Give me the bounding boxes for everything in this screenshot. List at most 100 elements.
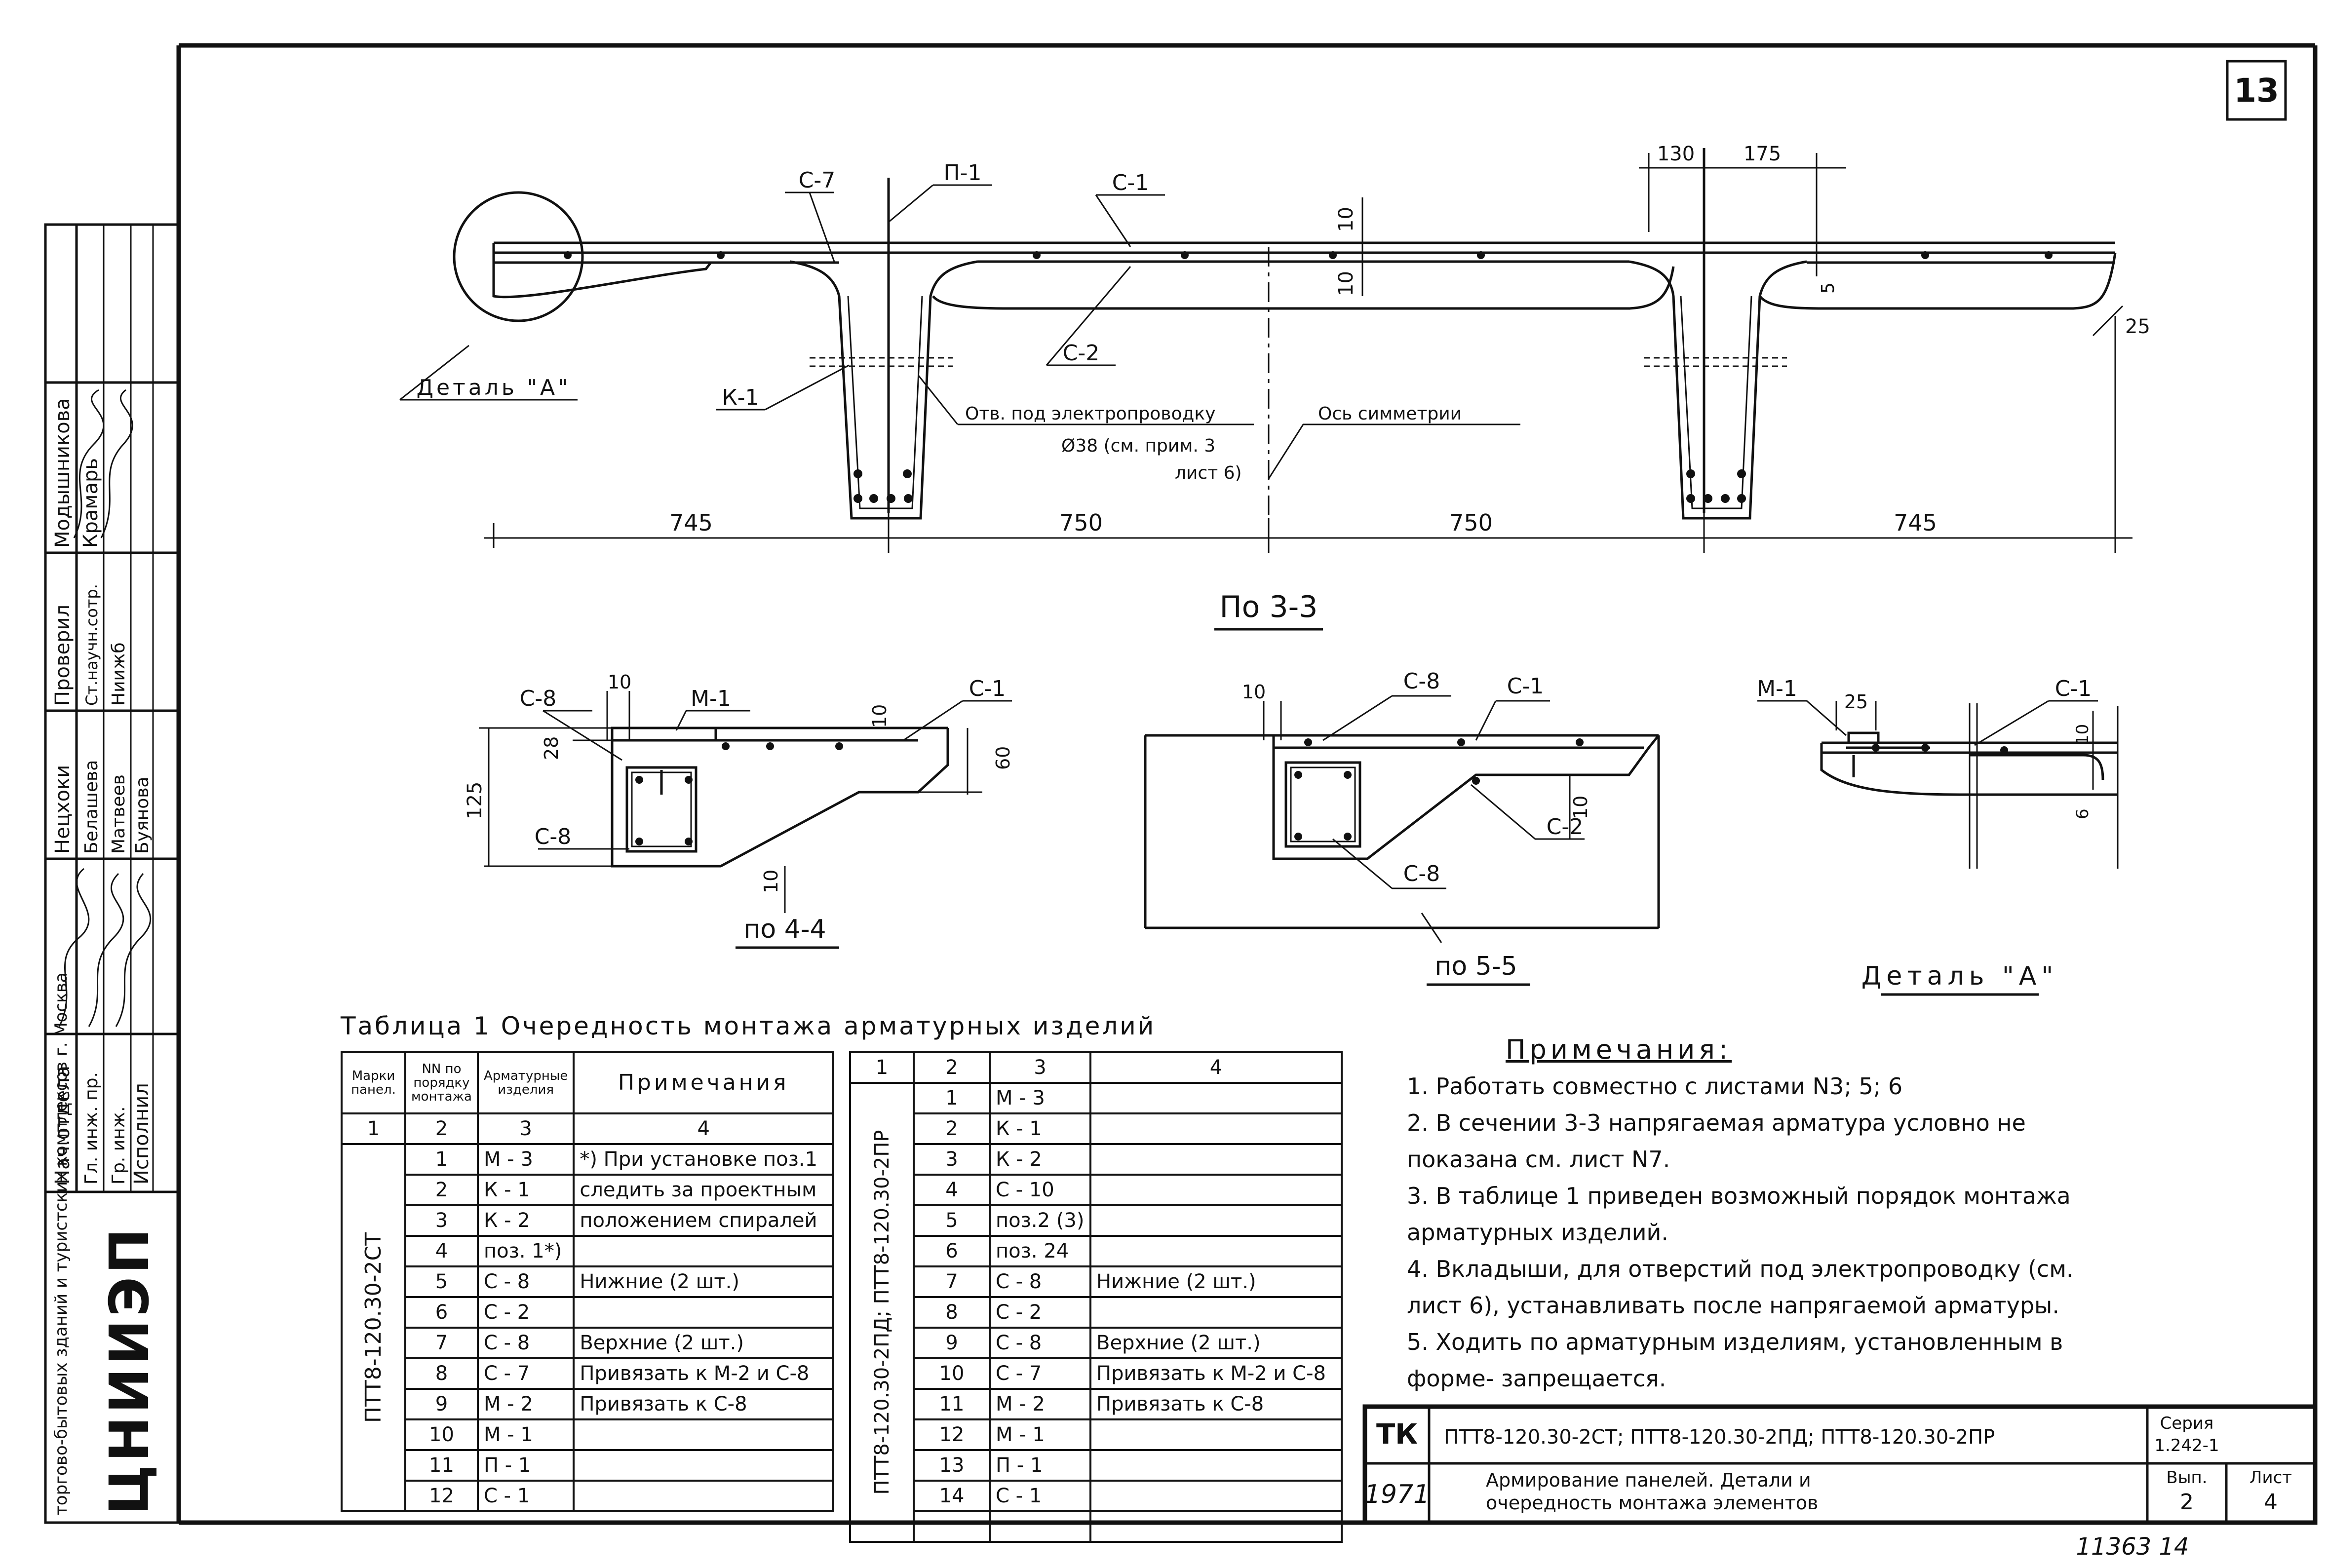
t2-note-3 xyxy=(1089,1174,1343,1206)
t2-n-empty xyxy=(913,1510,991,1543)
t2-note-2 xyxy=(1089,1143,1343,1176)
table1: Марки панел. NN по порядку монтажа Армат… xyxy=(341,1051,834,1512)
t1-note-2: положением спиралей xyxy=(573,1204,834,1237)
title-block xyxy=(1362,1404,2318,1525)
label-detail-a: Деталь "А" xyxy=(417,375,571,400)
tb-year: 1971 xyxy=(1364,1480,1430,1509)
table-row: ПТТ8-120.30-2ПД; ПТТ8-120.30-2ПР 1 М - 3 xyxy=(849,1082,1343,1543)
t1-n-6: 7 xyxy=(404,1327,479,1359)
dim-750-right: 750 xyxy=(1449,509,1493,536)
t2-item-6: С - 8 xyxy=(989,1265,1091,1298)
note-line-0: 1. Работать совместно с листами N3; 5; 6 xyxy=(1407,1073,1903,1100)
t1-note-9 xyxy=(573,1418,834,1451)
label-k1: К-1 xyxy=(722,385,759,410)
t2-item-empty xyxy=(989,1510,1091,1543)
tb-desc-1: Армирование панелей. Детали и xyxy=(1486,1469,1811,1491)
t1-n-11: 12 xyxy=(404,1480,479,1512)
t2-n-0: 1 xyxy=(913,1082,991,1114)
dim-745-right: 745 xyxy=(1894,509,1937,536)
t2-n-1: 2 xyxy=(913,1112,991,1145)
t1-n-5: 6 xyxy=(404,1296,479,1329)
s44-dim-125: 125 xyxy=(464,782,486,819)
t2-note-empty xyxy=(1089,1510,1343,1543)
t2-item-0: М - 3 xyxy=(989,1082,1091,1114)
signature-3 xyxy=(115,873,152,1027)
t1-note-0: *) При установке поз.1 xyxy=(573,1143,834,1176)
label-c2: С-2 xyxy=(1063,341,1100,366)
table1-title: Таблица 1 Очередность монтажа арматурных… xyxy=(341,1012,1156,1040)
s44-dim-10b: 10 xyxy=(869,704,891,728)
stamp-top-1: Крамарь xyxy=(79,458,102,548)
t2-n-7: 8 xyxy=(913,1296,991,1329)
t2-item-2: К - 2 xyxy=(989,1143,1091,1176)
dim-175: 175 xyxy=(1744,143,1781,165)
note-line-8: форме- запрещается. xyxy=(1407,1365,1667,1392)
t2-note-8: Верхние (2 шт.) xyxy=(1089,1327,1343,1359)
t1-item-0: М - 3 xyxy=(476,1143,575,1176)
t1-note-8: Привязать к С-8 xyxy=(573,1388,834,1420)
s44-dim-10c: 10 xyxy=(760,870,782,893)
t2-n-12: 13 xyxy=(913,1449,991,1482)
t1-item-1: К - 1 xyxy=(476,1174,575,1206)
t1-col-num-3: 4 xyxy=(573,1112,834,1145)
tb-list-label: Лист xyxy=(2249,1468,2292,1488)
t2-note-1 xyxy=(1089,1112,1343,1145)
stamp-check-1: Ст.научн.сотр. xyxy=(82,584,101,706)
stamp-org-logo: ЦНИИЭП xyxy=(98,1225,161,1515)
t2-item-4: поз.2 (3) xyxy=(989,1204,1091,1237)
stamp-role-3: Исполнил xyxy=(130,1083,153,1185)
stamp-name-1: Белашева xyxy=(81,760,102,854)
t1-item-4: С - 8 xyxy=(476,1265,575,1298)
t1-header-0: Марки панел. xyxy=(341,1051,406,1114)
label-p1: П-1 xyxy=(944,160,982,186)
s44-label-m1: М-1 xyxy=(691,686,731,711)
dim-25: 25 xyxy=(2125,315,2150,338)
stamp-org-name: торгово-бытовых зданий и туристских комп… xyxy=(51,972,71,1515)
detail-a-title: Деталь "А" xyxy=(1861,961,2058,991)
t2-n-6: 7 xyxy=(913,1265,991,1298)
t2-panel-mark-cell: ПТТ8-120.30-2ПД; ПТТ8-120.30-2ПР xyxy=(849,1082,915,1543)
note-line-6: лист 6), устанавливать после напрягаемой… xyxy=(1407,1292,2059,1319)
s55-label-c8b: С-8 xyxy=(1403,861,1440,886)
tb-vyp-label: Вып. xyxy=(2166,1468,2207,1488)
s55-label-c8a: С-8 xyxy=(1403,669,1440,694)
t2-note-7 xyxy=(1089,1296,1343,1329)
section-4-4-title: по 4-4 xyxy=(743,915,826,944)
t1-panel-mark-cell: ПТТ8-120.30-2СТ xyxy=(341,1143,406,1512)
detail-a-label-c1: С-1 xyxy=(2055,676,2092,701)
label-c1: С-1 xyxy=(1112,170,1149,195)
stamp-role-0: Нач.отдела xyxy=(51,1066,74,1185)
label-hole-3: лист 6) xyxy=(1175,463,1242,483)
t1-item-2: К - 2 xyxy=(476,1204,575,1237)
t1-item-3: поз. 1*) xyxy=(476,1235,575,1267)
dim-10-bottom: 10 xyxy=(1335,271,1357,296)
dim-10-top: 10 xyxy=(1335,207,1357,232)
detail-a xyxy=(1757,700,2119,869)
section-3-3 xyxy=(399,148,2132,553)
t1-item-6: С - 8 xyxy=(476,1327,575,1359)
tb-tk: ТК xyxy=(1376,1418,1418,1451)
s44-label-c8a: С-8 xyxy=(520,686,557,711)
s55-dim-10b: 10 xyxy=(1570,796,1591,819)
t1-item-5: С - 2 xyxy=(476,1296,575,1329)
label-hole-2: Ø38 (см. прим. 3 xyxy=(1061,436,1215,456)
t2-note-13 xyxy=(1089,1480,1343,1512)
dim-750-left: 750 xyxy=(1059,509,1103,536)
t1-n-4: 5 xyxy=(404,1265,479,1298)
t1-item-8: М - 2 xyxy=(476,1388,575,1420)
t1-note-11 xyxy=(573,1480,834,1512)
t1-n-9: 10 xyxy=(404,1418,479,1451)
section-4-4 xyxy=(479,691,1012,913)
